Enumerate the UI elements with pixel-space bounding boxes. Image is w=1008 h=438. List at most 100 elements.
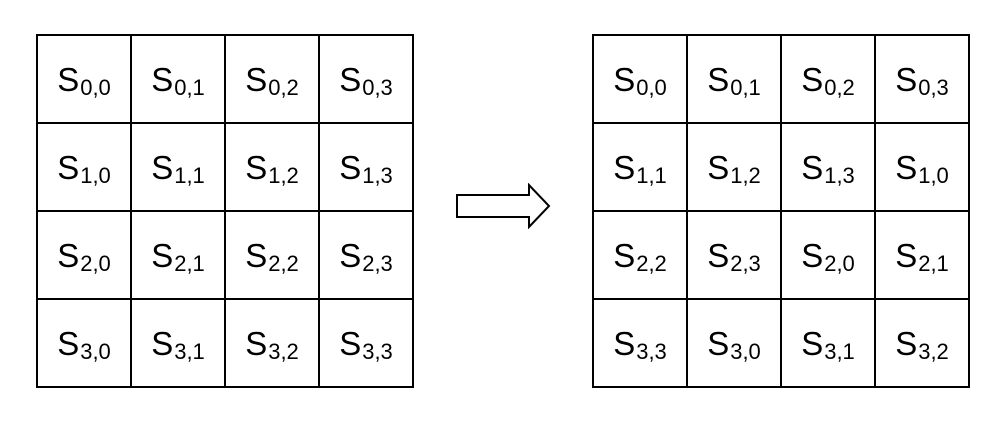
cell-base: S — [613, 236, 636, 274]
cell-subscript: 3,0 — [80, 339, 111, 364]
cell-subscript: 3,2 — [268, 339, 299, 364]
cell-base: S — [151, 148, 174, 186]
cell-subscript: 1,2 — [730, 163, 761, 188]
cell-base: S — [707, 324, 730, 362]
cell-subscript: 1,1 — [174, 163, 205, 188]
cell-base: S — [707, 148, 730, 186]
cell-subscript: 1,3 — [362, 163, 393, 188]
cell-subscript: 0,0 — [636, 75, 667, 100]
cell-base: S — [801, 60, 824, 98]
cell-base: S — [801, 148, 824, 186]
cell-subscript: 2,2 — [636, 251, 667, 276]
cell-base: S — [57, 60, 80, 98]
cell-subscript: 1,0 — [80, 163, 111, 188]
cell-subscript: 1,3 — [824, 163, 855, 188]
cell-subscript: 2,0 — [824, 251, 855, 276]
cell-base: S — [613, 60, 636, 98]
cell-base: S — [339, 148, 362, 186]
cell-subscript: 2,1 — [918, 251, 949, 276]
cell-subscript: 3,2 — [918, 339, 949, 364]
cell-subscript: 0,3 — [362, 75, 393, 100]
cell-subscript: 0,1 — [174, 75, 205, 100]
cell-base: S — [57, 236, 80, 274]
cell-base: S — [613, 324, 636, 362]
cell-subscript: 0,3 — [918, 75, 949, 100]
cell-base: S — [245, 148, 268, 186]
cell-base: S — [895, 236, 918, 274]
cell-base: S — [245, 236, 268, 274]
cell-base: S — [245, 324, 268, 362]
cell-subscript: 3,0 — [730, 339, 761, 364]
cell-base: S — [339, 324, 362, 362]
cell-base: S — [151, 236, 174, 274]
right-arrow-icon — [456, 183, 551, 229]
cell-subscript: 0,1 — [730, 75, 761, 100]
cell-subscript: 0,2 — [824, 75, 855, 100]
cell-subscript: 2,3 — [362, 251, 393, 276]
cell-subscript: 1,2 — [268, 163, 299, 188]
cell-base: S — [801, 236, 824, 274]
cell-subscript: 2,3 — [730, 251, 761, 276]
cell-subscript: 0,2 — [268, 75, 299, 100]
cell-subscript: 3,1 — [824, 339, 855, 364]
cell-base: S — [895, 148, 918, 186]
cell-base: S — [151, 60, 174, 98]
cell-base: S — [57, 324, 80, 362]
cell-base: S — [895, 324, 918, 362]
cell-subscript: 3,3 — [636, 339, 667, 364]
cell-subscript: 2,1 — [174, 251, 205, 276]
cell-subscript: 0,0 — [80, 75, 111, 100]
cell-subscript: 3,1 — [174, 339, 205, 364]
cell-base: S — [339, 236, 362, 274]
cell-base: S — [613, 148, 636, 186]
arrow-shape — [456, 183, 551, 229]
cell-subscript: 2,2 — [268, 251, 299, 276]
cell-base: S — [801, 324, 824, 362]
cell-base: S — [339, 60, 362, 98]
cell-base: S — [151, 324, 174, 362]
cell-base: S — [245, 60, 268, 98]
cell-base: S — [707, 60, 730, 98]
cell-subscript: 1,0 — [918, 163, 949, 188]
cell-base: S — [57, 148, 80, 186]
cell-base: S — [895, 60, 918, 98]
cell-subscript: 1,1 — [636, 163, 667, 188]
cell-base: S — [707, 236, 730, 274]
cell-subscript: 3,3 — [362, 339, 393, 364]
cell-subscript: 2,0 — [80, 251, 111, 276]
